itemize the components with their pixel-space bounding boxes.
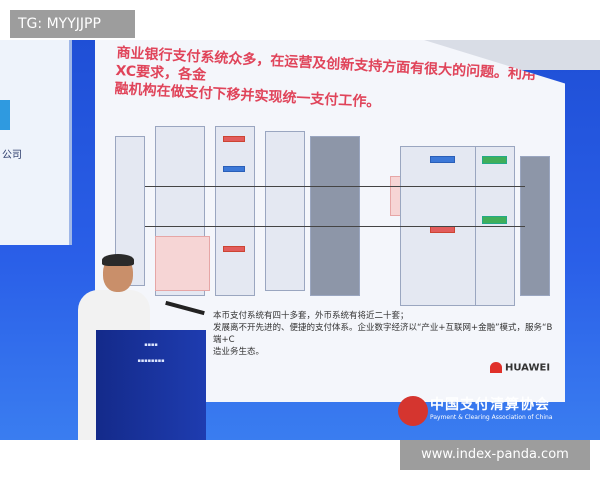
huawei-flower-icon [490,362,502,373]
speaker-hair [102,254,134,266]
organization-logo: 中国支付清算协会 Payment & Clearing Association … [398,394,553,426]
left-screen-text: 公司 [2,150,22,161]
podium-logo: ▪▪▪▪ [144,342,158,348]
left-side-screen: 公司 [0,40,72,245]
podium-banner: ▪▪▪▪▪▪▪▪ [137,358,165,364]
huawei-logo: HUAWEI [490,362,550,374]
note-line: 造业务生态。 [213,347,265,357]
note-line: 本币支付系统有四十多套，外币系统有将近二十套； [213,311,409,321]
screen-graphic [0,100,10,130]
projection-slide: 商业银行支付系统众多，在运营及创新支持方面有很大的问题。利用XC要求，各金 融机… [95,40,565,402]
huawei-brand: HUAWEI [505,362,551,374]
org-english-name: Payment & Clearing Association of China [430,414,553,421]
architecture-diagram [115,126,550,306]
note-line: 发展离不开先进的、便捷的支付体系。企业数字经济以“产业+互联网+金融”模式，服务… [213,323,553,345]
org-emblem-icon [398,396,428,426]
watermark-top: TG: MYYJJPP [10,10,135,38]
podium: ▪▪▪▪ ▪▪▪▪▪▪▪▪ [96,330,206,440]
slide-notes: 本币支付系统有四十多套，外币系统有将近二十套； 发展离不开先进的、便捷的支付体系… [213,310,553,358]
org-name: 中国支付清算协会 [430,397,550,413]
watermark-bottom: www.index-panda.com [400,440,590,470]
